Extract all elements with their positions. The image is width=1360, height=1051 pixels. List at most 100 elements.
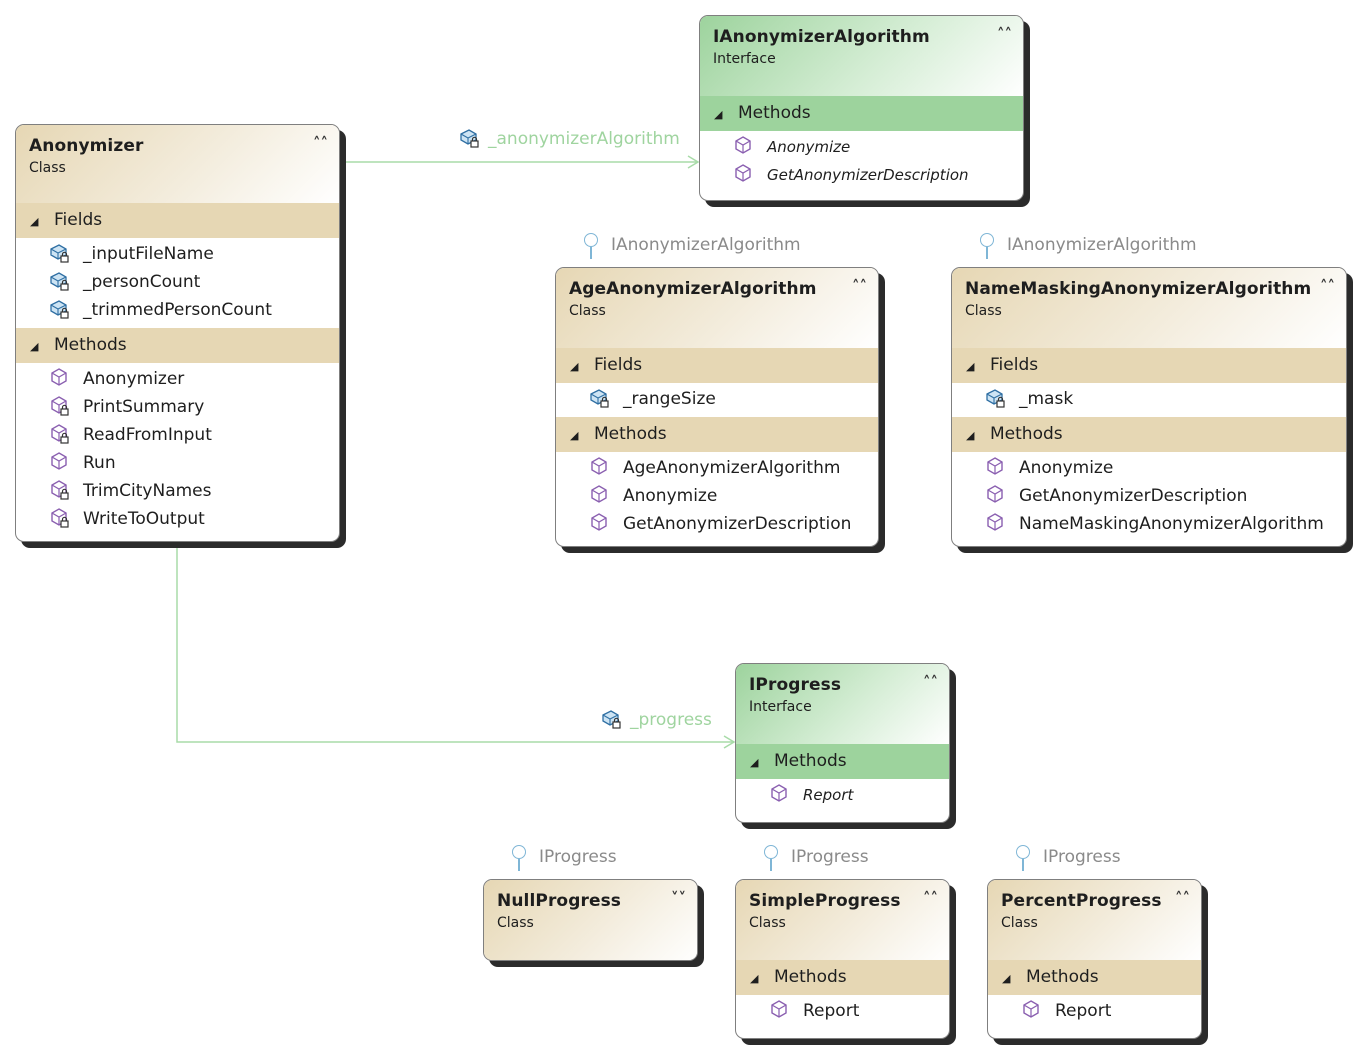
shape-kind: Class <box>29 160 66 176</box>
shape-title: NameMaskingAnonymizerAlgorithm <box>965 279 1312 299</box>
lollipop-stem <box>986 247 988 259</box>
fields-list: _mask <box>952 383 1346 417</box>
method-item[interactable]: Anonymize <box>952 454 1346 482</box>
methods-section-header[interactable]: ◢Methods <box>988 960 1201 995</box>
lollipop-stem <box>770 859 772 871</box>
collapse-chevron-icon[interactable]: ˄˄ <box>852 277 867 295</box>
methods-list: AgeAnonymizerAlgorithm Anonymize GetAnon… <box>556 452 878 542</box>
class-shape-null-progress[interactable]: NullProgress Class ˅˅ <box>483 879 698 961</box>
collapse-chevron-icon[interactable]: ˄˄ <box>313 134 328 152</box>
field-item[interactable]: _mask <box>952 385 1346 413</box>
field-item[interactable]: _trimmedPersonCount <box>16 296 339 324</box>
method-item[interactable]: GetAnonymizerDescription <box>556 510 878 538</box>
methods-section-header[interactable]: ◢ Methods <box>736 960 949 995</box>
shape-title: NullProgress <box>497 891 622 911</box>
shape-kind: Class <box>1001 915 1038 931</box>
class-shape-anonymizer[interactable]: Anonymizer Class ˄˄ ◢Fields _inputFileNa… <box>15 124 340 542</box>
section-label: Methods <box>774 967 847 987</box>
methods-section-header[interactable]: ◢Methods <box>700 96 1023 131</box>
class-shape-age-anonymizer-algorithm[interactable]: AgeAnonymizerAlgorithm Class ˄˄ ◢Fields … <box>555 267 879 547</box>
section-expander-icon[interactable]: ◢ <box>966 429 975 442</box>
methods-list: Anonymize GetAnonymizerDescription NameM… <box>952 452 1346 542</box>
association-label-text: _anonymizerAlgorithm <box>488 129 680 149</box>
field-item[interactable]: _personCount <box>16 268 339 296</box>
expand-chevron-icon[interactable]: ˅˅ <box>671 889 686 907</box>
section-expander-icon[interactable]: ◢ <box>1002 972 1011 985</box>
field-item[interactable]: _rangeSize <box>556 385 878 413</box>
public-method-icon <box>987 513 1003 531</box>
method-item[interactable]: Report <box>988 997 1201 1025</box>
member-label: GetAnonymizerDescription <box>623 514 852 534</box>
lollipop-stem <box>590 247 592 259</box>
shape-header: Anonymizer Class ˄˄ <box>16 125 339 203</box>
section-expander-icon[interactable]: ◢ <box>570 360 579 373</box>
member-label: Report <box>803 786 854 804</box>
private-method-icon <box>51 424 69 444</box>
methods-section-header[interactable]: ◢ Methods <box>16 328 339 363</box>
methods-list: Anonymize GetAnonymizerDescription <box>700 131 1023 193</box>
method-item[interactable]: GetAnonymizerDescription <box>700 161 1023 189</box>
methods-section-header[interactable]: ◢Methods <box>736 744 949 779</box>
collapse-chevron-icon[interactable]: ˄˄ <box>923 673 938 691</box>
method-item[interactable]: ReadFromInput <box>16 421 339 449</box>
interface-shape-ianonymizer-algorithm[interactable]: IAnonymizerAlgorithm Interface ˄˄ ◢Metho… <box>699 15 1024 201</box>
class-shape-percent-progress[interactable]: PercentProgress Class ˄˄ ◢Methods Report <box>987 879 1202 1039</box>
member-label: AgeAnonymizerAlgorithm <box>623 458 841 478</box>
field-item[interactable]: _inputFileName <box>16 240 339 268</box>
shape-kind: Class <box>497 915 534 931</box>
shape-title: Anonymizer <box>29 136 144 156</box>
collapse-chevron-icon[interactable]: ˄˄ <box>1320 277 1335 295</box>
method-item[interactable]: GetAnonymizerDescription <box>952 482 1346 510</box>
implemented-interface-label: IAnonymizerAlgorithm <box>611 235 801 255</box>
collapse-chevron-icon[interactable]: ˄˄ <box>997 25 1012 43</box>
abstract-method-icon <box>735 164 751 182</box>
methods-section-header[interactable]: ◢ Methods <box>556 417 878 452</box>
method-item[interactable]: Anonymize <box>700 133 1023 161</box>
interface-shape-iprogress[interactable]: IProgress Interface ˄˄ ◢Methods Report <box>735 663 950 823</box>
method-item[interactable]: Anonymizer <box>16 365 339 393</box>
shape-title: PercentProgress <box>1001 891 1162 911</box>
member-label: GetAnonymizerDescription <box>1019 486 1248 506</box>
shape-kind: Interface <box>749 699 812 715</box>
method-item[interactable]: WriteToOutput <box>16 505 339 533</box>
section-expander-icon[interactable]: ◢ <box>714 108 723 121</box>
method-item[interactable]: Anonymize <box>556 482 878 510</box>
section-expander-icon[interactable]: ◢ <box>570 429 579 442</box>
class-shape-name-masking-anonymizer-algorithm[interactable]: NameMaskingAnonymizerAlgorithm Class ˄˄ … <box>951 267 1347 547</box>
method-item[interactable]: Report <box>736 997 949 1025</box>
implemented-interface-label: IAnonymizerAlgorithm <box>1007 235 1197 255</box>
association-anonymizer-algorithm[interactable] <box>339 155 700 169</box>
shape-header: NullProgress Class ˅˅ <box>484 880 697 960</box>
section-expander-icon[interactable]: ◢ <box>30 215 39 228</box>
member-label: _inputFileName <box>83 244 214 264</box>
section-expander-icon[interactable]: ◢ <box>966 360 975 373</box>
public-method-icon <box>987 457 1003 475</box>
method-item[interactable]: PrintSummary <box>16 393 339 421</box>
fields-section-header[interactable]: ◢Fields <box>16 203 339 238</box>
lollipop-stem <box>1022 859 1024 871</box>
shape-header: PercentProgress Class ˄˄ <box>988 880 1201 960</box>
method-item[interactable]: Report <box>736 781 949 809</box>
member-label: Report <box>1055 1001 1112 1021</box>
class-shape-simple-progress[interactable]: SimpleProgress Class ˄˄ ◢ Methods Report <box>735 879 950 1039</box>
methods-section-header[interactable]: ◢Methods <box>952 417 1346 452</box>
section-expander-icon[interactable]: ◢ <box>30 340 39 353</box>
section-expander-icon[interactable]: ◢ <box>750 972 759 985</box>
method-item[interactable]: NameMaskingAnonymizerAlgorithm <box>952 510 1346 538</box>
association-progress[interactable] <box>176 541 736 749</box>
method-item[interactable]: Run <box>16 449 339 477</box>
method-item[interactable]: TrimCityNames <box>16 477 339 505</box>
collapse-chevron-icon[interactable]: ˄˄ <box>923 889 938 907</box>
shape-header: SimpleProgress Class ˄˄ <box>736 880 949 960</box>
section-label: Methods <box>54 335 127 355</box>
collapse-chevron-icon[interactable]: ˄˄ <box>1175 889 1190 907</box>
association-label-anonymizer-algorithm: _anonymizerAlgorithm <box>458 128 680 150</box>
section-label: Methods <box>594 424 667 444</box>
section-expander-icon[interactable]: ◢ <box>750 756 759 769</box>
fields-section-header[interactable]: ◢Fields <box>952 348 1346 383</box>
abstract-method-icon <box>735 136 751 154</box>
method-item[interactable]: AgeAnonymizerAlgorithm <box>556 454 878 482</box>
fields-section-header[interactable]: ◢Fields <box>556 348 878 383</box>
member-label: _trimmedPersonCount <box>83 300 272 320</box>
